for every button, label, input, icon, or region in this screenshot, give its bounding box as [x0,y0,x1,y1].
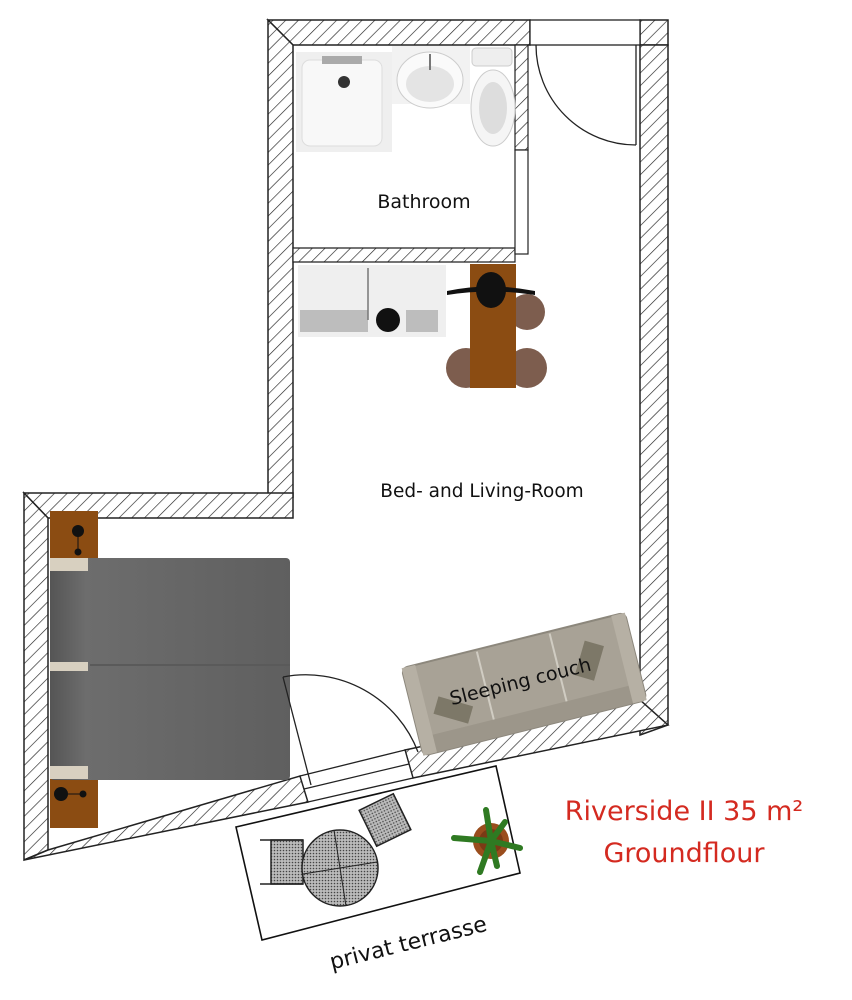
terrace [235,765,521,941]
terrace-door[interactable] [282,674,419,803]
sleeping-couch-icon: Sleeping couch [401,612,647,756]
nightstand-icon [50,778,98,828]
walls [22,18,670,862]
bed-icon [50,558,290,780]
sink-icon [392,46,470,109]
patio-chair-icon [358,792,412,848]
plant-icon [451,807,523,875]
kitchen-counter-icon [298,265,446,337]
patio-table-icon [301,829,379,907]
plan-subtitle: Groundflour [603,838,765,869]
door-swing-icon [282,674,419,753]
dining-table-icon [446,264,547,388]
living-room-label: Bed- and Living-Room [380,481,583,502]
entrance-door[interactable] [529,19,641,146]
nightstand-icon [50,511,98,561]
door-swing-icon [535,44,637,146]
terrace-label: privat terrasse [327,912,489,975]
plan-title: Riverside II 35 m² [565,796,803,827]
bathroom-label: Bathroom [377,191,470,213]
toilet-icon [470,47,516,147]
shower-icon [296,52,392,152]
